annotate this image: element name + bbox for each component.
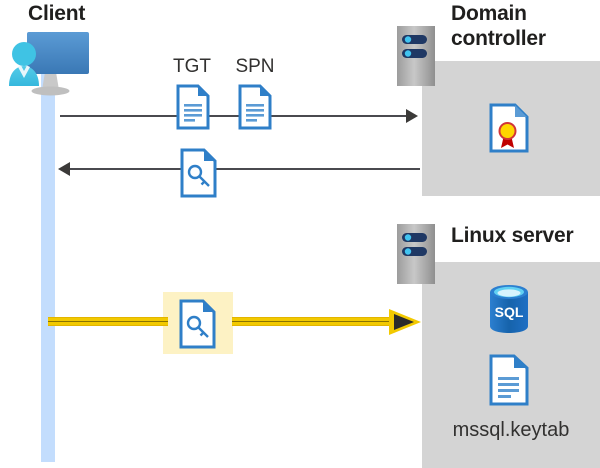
- client-title: Client: [28, 2, 86, 25]
- highlighted-arrowhead-icon: [388, 306, 422, 338]
- highlighted-arrow-line-left: [48, 317, 168, 326]
- spn-document-icon: [238, 84, 272, 130]
- client-workstation-icon: [6, 28, 92, 100]
- response-arrow-line: [60, 168, 420, 170]
- key-document-icon: [180, 148, 218, 198]
- request-arrowhead-icon: [406, 109, 418, 123]
- tgt-document-icon: [176, 84, 210, 130]
- sql-badge-text: SQL: [495, 304, 524, 320]
- request-arrow-line: [60, 115, 415, 117]
- spn-label: SPN: [235, 56, 275, 77]
- keytab-filename-label: mssql.keytab: [452, 419, 570, 441]
- highlighted-arrow-line-right: [232, 317, 407, 326]
- certificate-document-icon: [489, 103, 529, 153]
- response-arrowhead-icon: [58, 162, 70, 176]
- domain-controller-title: Domain controller: [451, 2, 546, 50]
- presented-key-document-icon: [179, 299, 217, 349]
- client-lifeline: [41, 62, 55, 462]
- linux-server-rack-icon: [397, 224, 435, 284]
- tgt-label: TGT: [173, 56, 211, 77]
- linux-server-title: Linux server: [451, 224, 574, 247]
- keytab-document-icon: [489, 354, 529, 406]
- sql-database-icon: SQL: [487, 283, 531, 335]
- domain-controller-server-rack-icon: [397, 26, 435, 86]
